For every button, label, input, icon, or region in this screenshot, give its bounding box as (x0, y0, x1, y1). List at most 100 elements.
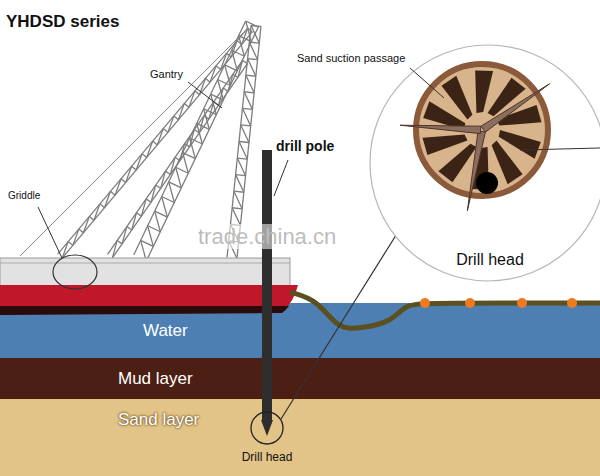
truss-member (251, 25, 259, 43)
truss-member (236, 175, 246, 176)
watermark: trade.china.cn (198, 224, 336, 249)
truss-member (148, 226, 154, 247)
truss-member (127, 227, 132, 230)
pipe-floats (420, 298, 577, 308)
truss-member (162, 196, 168, 217)
truss-member (176, 167, 182, 188)
truss-member (239, 141, 249, 142)
truss-member (163, 129, 168, 133)
truss-member (204, 116, 209, 119)
truss-member (249, 42, 257, 60)
suction-passage (441, 76, 472, 120)
truss-member (126, 166, 132, 182)
truss-member (227, 25, 251, 257)
cutter-blades (400, 84, 550, 211)
truss-member (132, 166, 137, 170)
truss-member (195, 91, 200, 95)
leader-line (274, 160, 288, 196)
float (517, 298, 527, 308)
title: YHDSD series (6, 12, 119, 32)
inset-circle (370, 45, 600, 281)
leader-line (188, 82, 222, 108)
truss-member (175, 157, 180, 160)
water-band (0, 303, 600, 358)
part-label: drill pole (276, 138, 334, 154)
truss-member (237, 158, 247, 159)
mud-band (0, 358, 600, 399)
band-label: Mud layer (118, 369, 193, 389)
truss-member (122, 227, 127, 244)
truss-member (219, 88, 224, 105)
truss-member (58, 28, 248, 254)
truss-member (142, 154, 147, 158)
truss-member (242, 108, 252, 109)
truss-member (157, 129, 163, 145)
truss-member (242, 108, 250, 126)
truss-member (147, 141, 153, 157)
leader-line (38, 207, 62, 258)
griddle-circle (53, 255, 97, 289)
truss-member (178, 103, 184, 119)
truss-member (189, 91, 195, 107)
truss-member (205, 78, 210, 82)
leader-line (520, 148, 600, 150)
truss-member (105, 191, 111, 207)
truss-member (136, 154, 142, 170)
truss-member (110, 191, 115, 195)
truss-member (216, 66, 221, 70)
truss-member (242, 28, 248, 44)
truss-member (241, 125, 251, 126)
truss-member (100, 204, 105, 208)
truss-member (83, 216, 89, 232)
truss-member (232, 208, 240, 226)
leader-line (410, 68, 444, 98)
truss-member (89, 216, 94, 220)
float (465, 298, 475, 308)
truss-member (210, 66, 216, 82)
band-label: Sand layer (118, 410, 199, 430)
truss-member (174, 116, 179, 120)
truss-member (136, 213, 141, 216)
truss-member (248, 59, 256, 77)
truss-member (79, 229, 84, 233)
leader-line (281, 232, 398, 419)
truss-member (151, 185, 156, 202)
truss-member (169, 182, 175, 203)
truss-member (241, 125, 249, 143)
ground-band: Sand layer (0, 399, 600, 441)
truss-member (153, 141, 158, 145)
stay-cable (20, 28, 248, 256)
ground-band: Water (0, 303, 600, 358)
truss-member (184, 103, 189, 107)
truss-member (237, 158, 245, 176)
truss-member (170, 157, 175, 174)
truss-member (112, 240, 117, 257)
ship-hull (0, 285, 298, 314)
hull-stripe (0, 306, 289, 315)
band-label: Water (143, 321, 188, 341)
suction-passage (475, 70, 493, 112)
truss-member (238, 60, 243, 77)
truss-member (244, 92, 252, 110)
part-label: Griddle (8, 190, 40, 202)
truss-member (190, 130, 195, 147)
drill-bit (261, 420, 273, 436)
truss-member (121, 179, 126, 183)
truss-member (132, 213, 137, 230)
truss-member (180, 143, 185, 160)
truss-member (117, 240, 122, 243)
truss-member (227, 53, 232, 57)
truss-member (199, 116, 204, 133)
sand-band (0, 399, 600, 476)
suction-passage (438, 144, 476, 182)
truss-member (200, 78, 206, 94)
truss-member (194, 130, 199, 133)
suction-passage (422, 134, 467, 154)
center-hole (476, 172, 498, 194)
truss-member (237, 41, 242, 45)
truss-member (246, 75, 254, 93)
drill-head-circle (251, 412, 283, 444)
truss-member (246, 75, 256, 76)
truss-member (161, 171, 166, 188)
truss-member (223, 88, 228, 91)
